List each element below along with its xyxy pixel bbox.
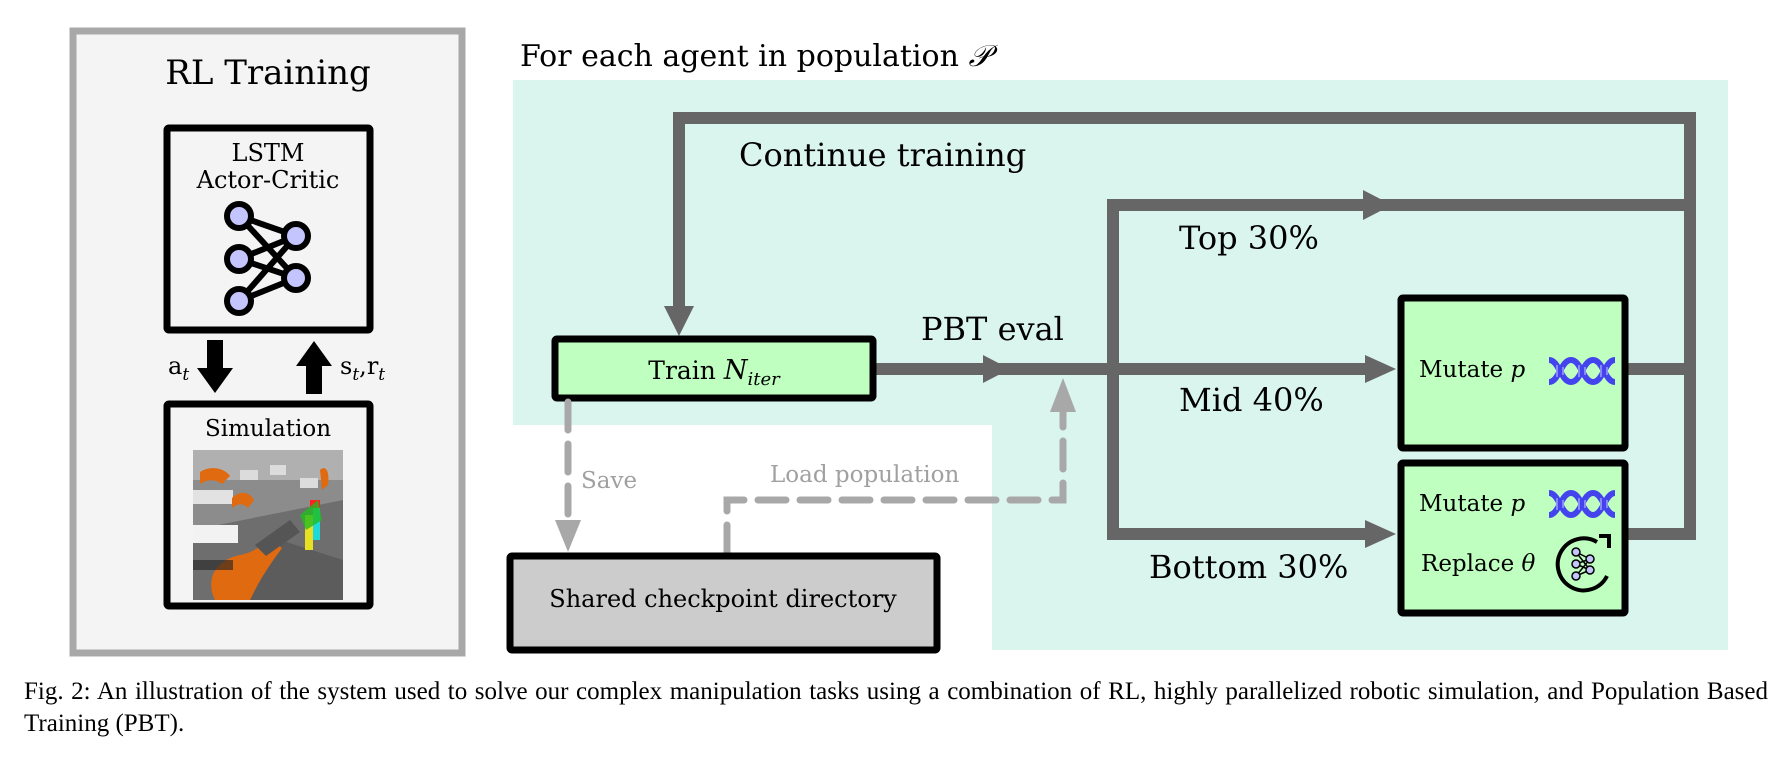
robot-arms-simulation-image bbox=[193, 450, 343, 600]
mutate-box: Mutate p bbox=[1397, 294, 1629, 452]
mutate-box-label: Mutate p bbox=[1419, 357, 1525, 383]
policy-box-line2: Actor-Critic bbox=[196, 166, 340, 194]
load-population-path bbox=[723, 378, 1076, 557]
save-label: Save bbox=[581, 468, 637, 494]
mid-branch-label: Mid 40% bbox=[1179, 381, 1324, 419]
checkpoint-box: Shared checkpoint directory bbox=[506, 552, 941, 654]
load-population-label: Load population bbox=[770, 462, 959, 488]
continue-training-label: Continue training bbox=[739, 136, 1026, 174]
bottom-branch-arrowhead bbox=[1365, 520, 1396, 548]
pbt-heading: For each agent in population 𝒫 bbox=[520, 39, 998, 74]
dna-icon bbox=[1548, 356, 1616, 386]
train-box-label: Train Niter bbox=[648, 355, 781, 390]
refresh-network-icon bbox=[1555, 534, 1611, 593]
mutate-replace-mutate-label: Mutate p bbox=[1419, 491, 1525, 517]
save-path bbox=[555, 398, 581, 552]
replace-label: Replace θ bbox=[1421, 551, 1536, 577]
rl-training-title: RL Training bbox=[165, 53, 371, 93]
checkpoint-box-label: Shared checkpoint directory bbox=[549, 585, 897, 613]
bottom-branch-label: Bottom 30% bbox=[1149, 548, 1348, 586]
mutate-replace-box: Mutate p Replace θ bbox=[1397, 459, 1629, 617]
continue-training-loop bbox=[673, 112, 1696, 538]
figure-caption: Fig. 2: An illustration of the system us… bbox=[24, 678, 1768, 737]
top-branch-arrowhead bbox=[1363, 190, 1392, 220]
neural-network-icon bbox=[224, 201, 311, 316]
simulation-box: Simulation bbox=[163, 400, 374, 610]
action-label: at bbox=[168, 352, 189, 385]
top-branch-label: Top 30% bbox=[1179, 219, 1319, 257]
action-arrow bbox=[197, 340, 233, 393]
simulation-title: Simulation bbox=[205, 416, 331, 442]
observation-arrow bbox=[296, 341, 332, 394]
mid-branch-arrowhead bbox=[1365, 355, 1396, 383]
train-box: Train Niter bbox=[551, 335, 877, 402]
observation-label: st,rt bbox=[340, 352, 385, 385]
policy-box: LSTM Actor-Critic bbox=[163, 124, 374, 334]
pbt-eval-label: PBT eval bbox=[921, 310, 1064, 348]
continue-arrowhead bbox=[664, 306, 694, 336]
policy-box-line1: LSTM bbox=[232, 139, 305, 167]
pbt-eval-arrowhead bbox=[983, 355, 1010, 383]
rl-training-panel: RL Training LSTM Actor-Critic bbox=[69, 27, 466, 657]
dna-icon bbox=[1548, 489, 1616, 519]
